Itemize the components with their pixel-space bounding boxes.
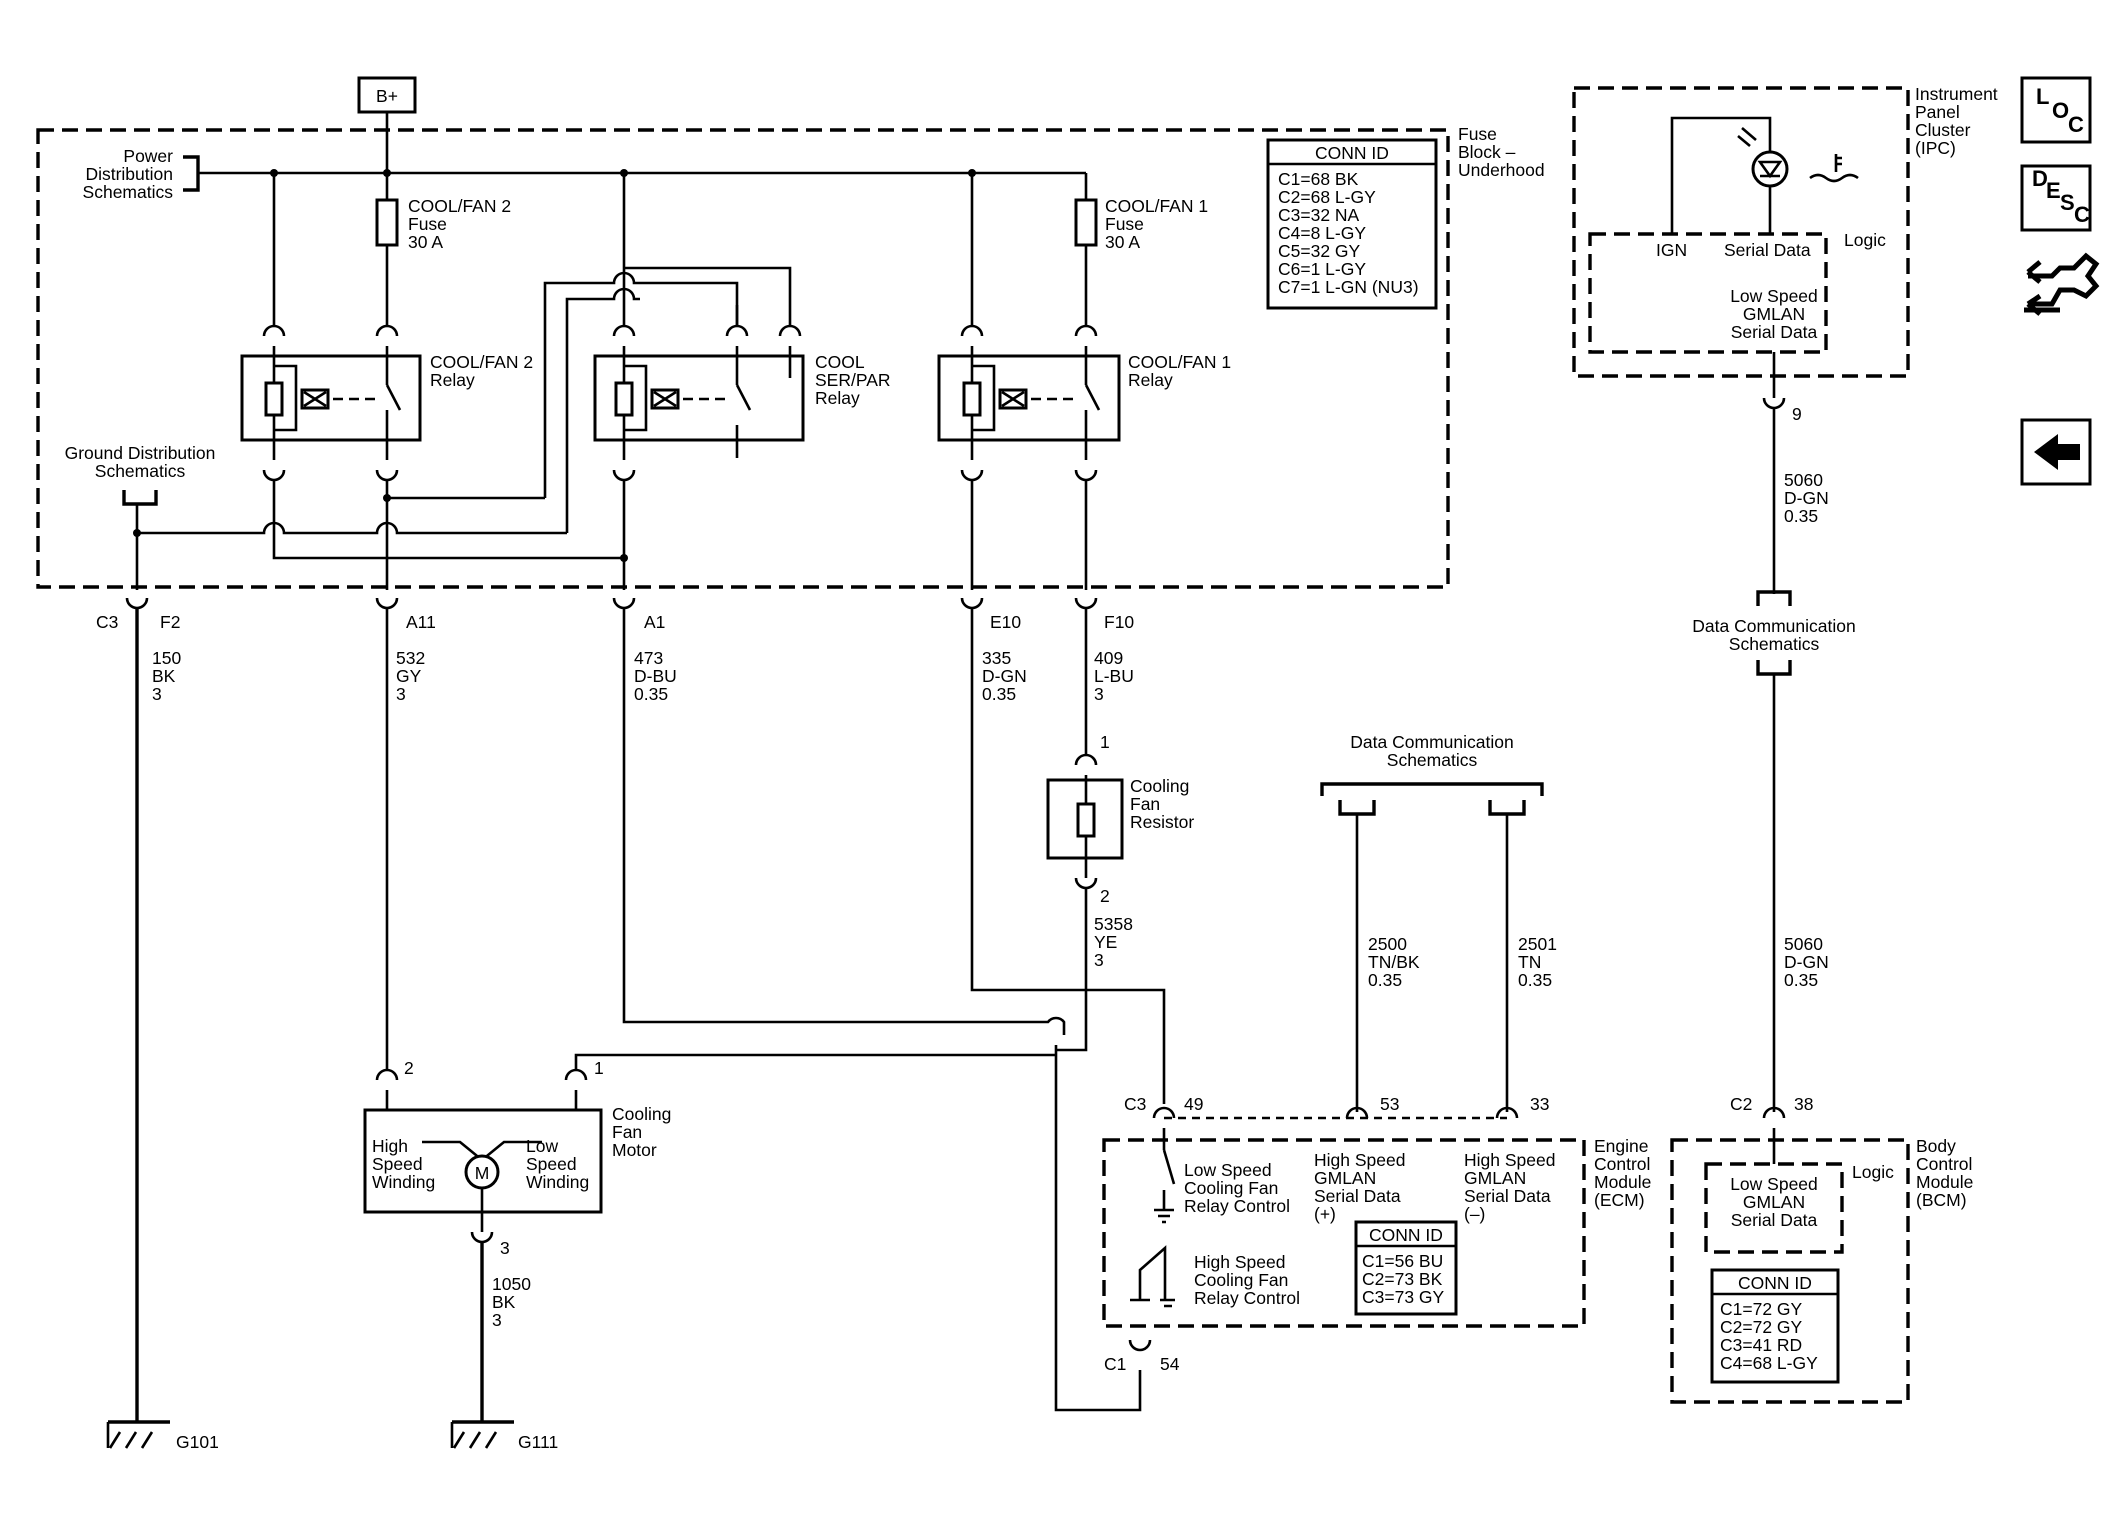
pin-a11-label: A11: [406, 612, 436, 632]
location-button[interactable]: L O C: [2020, 76, 2092, 144]
resistor-pin2: 2: [1100, 886, 1110, 906]
ground-g111-label: G111: [518, 1432, 558, 1452]
fuse-block-conn-title: CONN ID: [1315, 143, 1389, 163]
pin-c3-label: C3: [96, 612, 118, 632]
ecm-boundary: [1102, 1138, 1586, 1328]
ipc-pin-9: 9: [1792, 404, 1802, 424]
motor-pin3: 3: [500, 1238, 510, 1258]
fuse-block-pins: [125, 597, 1098, 610]
pin-a1-label: A1: [644, 612, 665, 632]
ecm-pin-54: 54: [1160, 1354, 1180, 1374]
ecm-pin-49: 49: [1184, 1094, 1203, 1114]
bcm-boundary: [1670, 1138, 1910, 1404]
svg-text:L: L: [2036, 84, 2049, 109]
description-button[interactable]: D E S C: [2020, 164, 2092, 232]
ipc-serial-data: Serial Data: [1724, 240, 1811, 260]
ipc-logic-boundary: [1588, 232, 1828, 354]
bcm-c2-label: C2: [1730, 1094, 1752, 1114]
bcm-conn-title: CONN ID: [1738, 1273, 1812, 1293]
ecm-pin-53: 53: [1380, 1094, 1399, 1114]
ipc-indicator-lamp: [1751, 150, 1789, 188]
ecm-c3-label: C3: [1124, 1094, 1146, 1114]
svg-text:E: E: [2046, 178, 2061, 203]
bcm-pin-38: 38: [1794, 1094, 1813, 1114]
ecm-conn-id: [1354, 1220, 1458, 1316]
svg-text:S: S: [2060, 190, 2075, 215]
ground-g101-label: G101: [176, 1432, 219, 1452]
connector-icon[interactable]: [2024, 252, 2100, 316]
ipc-ign: IGN: [1656, 240, 1687, 260]
svg-text:D: D: [2032, 166, 2048, 191]
ground-g101: [106, 1420, 170, 1449]
fuse-block-boundary: [36, 128, 1450, 589]
fuse-block-conn-id: [1266, 138, 1438, 310]
bcm-logic: Logic: [1852, 1162, 1894, 1182]
resistor-pin1: 1: [1100, 732, 1110, 752]
coolant-temp-icon: [1809, 154, 1859, 183]
ipc-logic: Logic: [1844, 230, 1886, 250]
ecm-pin-33: 33: [1530, 1094, 1549, 1114]
bcm-conn-id: [1710, 1268, 1840, 1384]
ecm-c1-label: C1: [1104, 1354, 1126, 1374]
ecm-conn-title: CONN ID: [1369, 1225, 1443, 1245]
pin-e10-label: E10: [990, 612, 1021, 632]
svg-text:M: M: [475, 1163, 490, 1183]
battery-positive-label: B+: [376, 86, 398, 106]
pin-f2-label: F2: [160, 612, 180, 632]
motor-pin2: 2: [404, 1058, 414, 1078]
motor-pin1: 1: [594, 1058, 604, 1078]
fuse-cool-fan-1: [1074, 198, 1098, 247]
ground-g111: [450, 1420, 514, 1449]
pin-f10-label: F10: [1104, 612, 1134, 632]
fuse-cool-fan-2: [375, 198, 399, 247]
svg-text:O: O: [2052, 98, 2069, 123]
relay-cool-fan-2: [240, 354, 422, 442]
back-arrow-icon[interactable]: [2020, 418, 2092, 486]
svg-text:C: C: [2074, 202, 2090, 227]
bcm-logic-boundary: [1704, 1162, 1844, 1254]
svg-text:C: C: [2068, 112, 2084, 137]
